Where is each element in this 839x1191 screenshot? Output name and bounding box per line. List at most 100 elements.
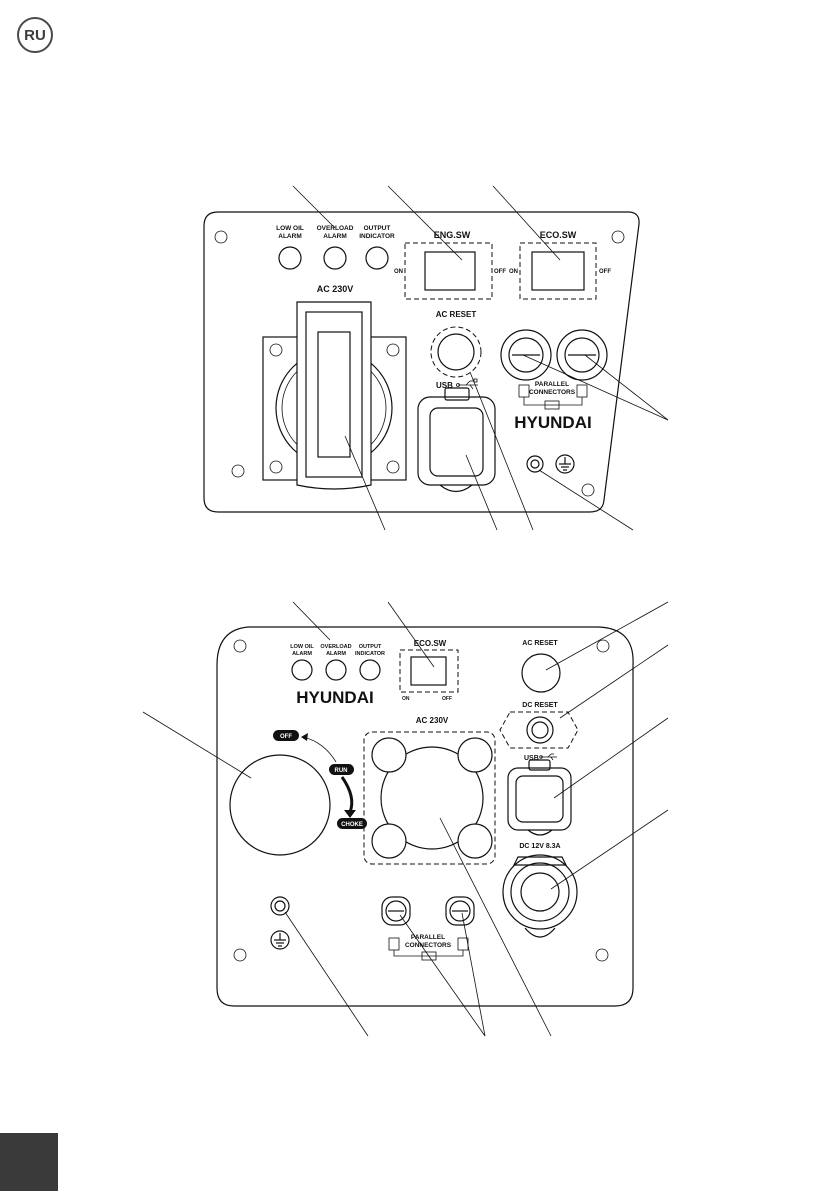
usb-label-1: USB [436, 381, 453, 390]
overload-label-2: ALARM [323, 233, 346, 240]
brand-logo-1: HYUNDAI [514, 413, 591, 432]
socket-screw-icon [386, 343, 400, 357]
screw-icon [581, 483, 595, 497]
socket-screw-icon [386, 460, 400, 474]
dc-reset-button[interactable] [526, 716, 554, 744]
parallel-label-1b: CONNECTORS [529, 389, 576, 396]
brand-logo-2: HYUNDAI [296, 688, 373, 707]
knob-choke-label: CHOKE [341, 822, 363, 828]
ground-icon [555, 454, 575, 474]
parallel-socket-frame [445, 896, 475, 926]
dc-12v-socket[interactable] [520, 872, 560, 912]
dc-socket-ring [510, 862, 570, 922]
dc-reset-frame [499, 711, 579, 749]
dc-reset-label: DC RESET [522, 702, 558, 709]
parallel-label-2b: CONNECTORS [405, 942, 452, 949]
ground-terminal-inner [530, 459, 540, 469]
low-oil-label-2a: LOW OIL [290, 644, 314, 650]
parallel-label-1a: PARALLEL [535, 381, 569, 388]
parallel-connector-icon [518, 384, 588, 410]
knob-run-label: RUN [335, 768, 348, 774]
parallel-socket-3[interactable] [385, 900, 407, 922]
knob-off-label: OFF [280, 734, 292, 740]
eco-off-label-1: OFF [599, 269, 611, 275]
usb-cap-tab-2 [527, 829, 553, 836]
output-label-2b: INDICATOR [355, 651, 385, 657]
usb-icon [539, 753, 557, 761]
ac-socket-frame-2 [363, 731, 496, 865]
low-oil-label-2: ALARM [278, 233, 301, 240]
ac-reset-button-1[interactable] [437, 333, 475, 371]
ac-socket-cover-inner [305, 311, 363, 478]
usb-cap-tab [439, 484, 473, 493]
eco-sw-frame-1 [519, 242, 597, 300]
screw-icon [611, 230, 625, 244]
ac-reset-label-2: AC RESET [522, 640, 558, 647]
page-tab [0, 1133, 58, 1191]
ac-reset-frame-1 [430, 326, 482, 378]
usb-label-2: USB [524, 755, 539, 762]
ground-terminal-inner [274, 900, 286, 912]
low-oil-alarm-light-2 [291, 659, 313, 681]
ac-socket-cover[interactable] [296, 301, 372, 490]
parallel-label-2a: PARALLEL [411, 934, 445, 941]
ground-terminal-2[interactable] [270, 896, 290, 916]
arrow-head-icon [344, 810, 356, 818]
parallel-socket-2[interactable] [564, 337, 600, 373]
eco-on-label-2: ON [402, 696, 410, 702]
parallel-socket-4[interactable] [449, 900, 471, 922]
output-label-2: INDICATOR [359, 233, 395, 240]
usb-port-2[interactable] [515, 775, 564, 823]
eco-off-label-2: OFF [442, 696, 452, 702]
dc-reset-inner [531, 721, 549, 739]
knob-off-pill [273, 730, 299, 741]
engine-knob[interactable] [229, 754, 331, 856]
eng-sw-label: ENG.SW [434, 230, 471, 240]
parallel-socket-1[interactable] [508, 337, 544, 373]
usb-cap-hinge-2 [528, 759, 551, 771]
overload-alarm-light [323, 246, 347, 270]
arrow-head-icon [301, 733, 308, 741]
low-oil-alarm-light [278, 246, 302, 270]
usb-port-frame-1 [417, 396, 496, 486]
screw-icon [231, 464, 245, 478]
eco-sw-label-2: ECO.SW [414, 639, 447, 648]
usb-icon [456, 378, 478, 390]
usb-port-1[interactable] [429, 407, 484, 477]
usb-port-frame-2 [507, 767, 572, 831]
usb-cap-hinge [444, 387, 470, 401]
output-label-1: OUTPUT [364, 225, 391, 232]
ac-socket-2[interactable] [380, 746, 484, 850]
eco-switch-2[interactable] [410, 656, 447, 686]
ac-voltage-label-1: AC 230V [317, 284, 354, 294]
knob-run-choke-arrow [340, 776, 354, 813]
eco-switch-1[interactable] [531, 251, 585, 291]
eng-sw-frame [404, 242, 493, 300]
knob-run-off-arrow [302, 736, 337, 763]
ac-reset-button-2[interactable] [521, 653, 561, 693]
socket-screw-icon [269, 460, 283, 474]
socket-screw-icon [269, 343, 283, 357]
output-indicator-light [365, 246, 389, 270]
eco-sw-frame-2 [399, 649, 459, 693]
overload-label-1: OVERLOAD [317, 225, 354, 232]
overload-alarm-light-2 [325, 659, 347, 681]
ac-socket-notches [371, 737, 493, 859]
callout-lines-2 [142, 601, 669, 1037]
callout-lines-1 [292, 185, 669, 531]
low-oil-label-2b: ALARM [292, 651, 312, 657]
panel-2-outline [216, 626, 634, 1007]
panel-1: LOW OIL ALARM OVERLOAD ALARM OUTPUT INDI… [203, 185, 669, 531]
dc-cap-tab [524, 927, 556, 938]
screw-icon [595, 948, 609, 962]
low-oil-label-1: LOW OIL [276, 225, 304, 232]
screw-icon [596, 639, 610, 653]
ac-socket-cover-window [317, 331, 351, 458]
ground-terminal-1[interactable] [526, 455, 544, 473]
panel-2: LOW OIL ALARM OVERLOAD ALARM OUTPUT INDI… [142, 601, 669, 1037]
ac-voltage-label-2: AC 230V [416, 716, 449, 725]
overload-label-2b: ALARM [326, 651, 346, 657]
overload-label-2a: OVERLOAD [320, 644, 351, 650]
engine-switch[interactable] [424, 251, 476, 291]
